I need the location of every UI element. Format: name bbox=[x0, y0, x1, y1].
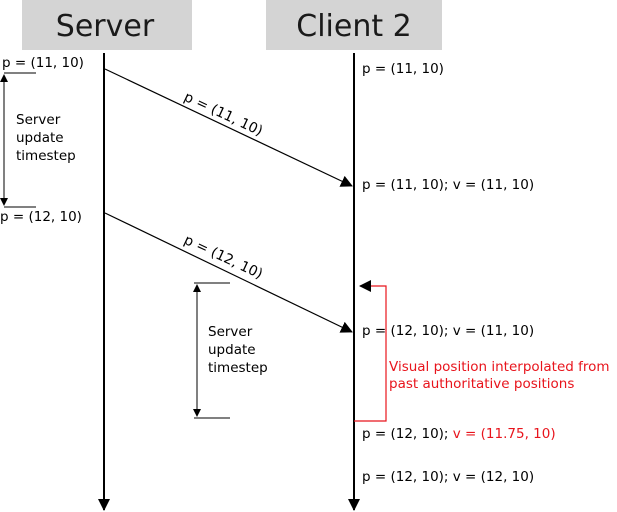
client-state-2: p = (12, 10); v = (11, 10) bbox=[362, 323, 534, 339]
server-position-label-1: p = (11, 10) bbox=[2, 55, 84, 71]
interpolation-bracket bbox=[354, 280, 387, 422]
interpolation-note-line-2: past authoritative positions bbox=[389, 376, 574, 392]
mid-timestep-line-3: timestep bbox=[208, 360, 268, 376]
client-header: Client 2 bbox=[266, 0, 442, 50]
left-timestep-line-3: timestep bbox=[16, 148, 76, 164]
server-header: Server bbox=[22, 0, 192, 50]
interpolation-note-line-1: Visual position interpolated from bbox=[389, 359, 610, 375]
server-position-label-2: p = (12, 10) bbox=[0, 209, 82, 225]
mid-timestep-line-1: Server bbox=[208, 324, 253, 340]
server-header-label: Server bbox=[56, 9, 155, 44]
client-state-3-prefix: p = (12, 10); bbox=[362, 426, 453, 442]
left-timestep-line-1: Server bbox=[16, 112, 61, 128]
message-arrow-1 bbox=[104, 68, 353, 187]
message-label-1: p = (11, 10) bbox=[181, 89, 265, 139]
client-state-3-interpolated-value: v = (11.75, 10) bbox=[453, 426, 556, 442]
client-header-label: Client 2 bbox=[296, 9, 411, 44]
left-timestep-bracket bbox=[0, 72, 36, 208]
client-state-0: p = (11, 10) bbox=[362, 61, 444, 77]
message-label-2: p = (12, 10) bbox=[181, 232, 265, 282]
client-state-1: p = (11, 10); v = (11, 10) bbox=[362, 177, 534, 193]
mid-timestep-line-2: update bbox=[208, 342, 256, 358]
message-arrow-2 bbox=[104, 212, 353, 333]
client-state-4: p = (12, 10); v = (12, 10) bbox=[362, 469, 534, 485]
left-timestep-line-2: update bbox=[16, 130, 64, 146]
mid-timestep-bracket bbox=[193, 282, 230, 419]
client-state-3: p = (12, 10); v = (11.75, 10) bbox=[362, 426, 556, 442]
